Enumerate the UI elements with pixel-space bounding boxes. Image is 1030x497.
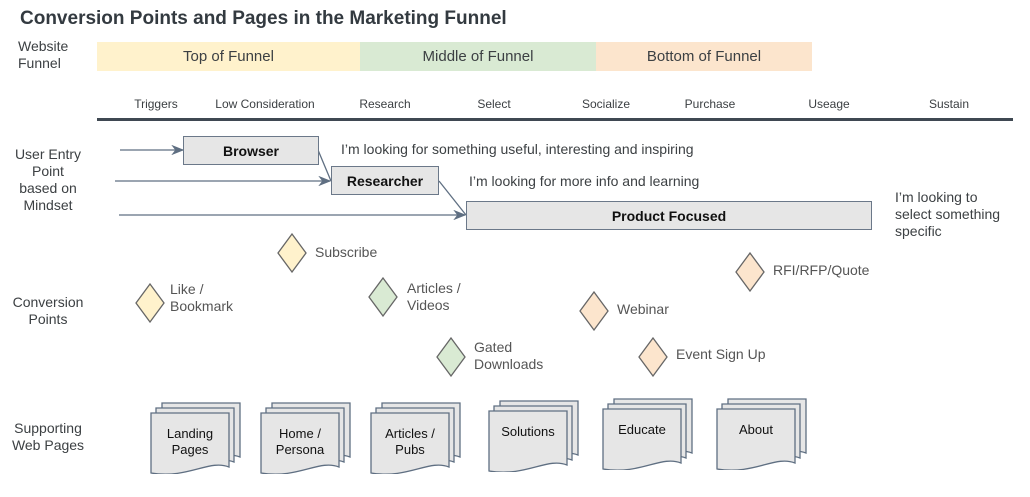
conversion-point-diamond-icon bbox=[638, 336, 668, 378]
link-researcher-product bbox=[438, 180, 467, 216]
mindset-label: Researcher bbox=[346, 172, 424, 189]
conversion-point-label: Gated Downloads bbox=[474, 339, 544, 372]
conversion-point-label: Articles / Videos bbox=[407, 280, 461, 313]
stage-divider bbox=[97, 118, 1013, 121]
stage-label: Useage bbox=[808, 97, 850, 111]
web-page-stack bbox=[602, 398, 693, 471]
web-page-stack bbox=[488, 400, 579, 473]
mindset-quote-researcher: I’m looking for more info and learning bbox=[469, 173, 700, 189]
document-stack-icon bbox=[602, 398, 693, 471]
conversion-point-diamond-icon bbox=[368, 276, 398, 318]
web-page-label: Home / Persona bbox=[275, 426, 325, 457]
document-stack-icon bbox=[716, 398, 807, 471]
conversion-point-label: Like / Bookmark bbox=[170, 281, 234, 314]
mindset-box-product-focused: Product Focused bbox=[466, 201, 872, 230]
stage-label: Purchase bbox=[684, 97, 736, 111]
web-page-label: Solutions bbox=[501, 424, 555, 439]
document-stack-icon bbox=[260, 402, 351, 475]
row-label-conversion-points: Conversion Points bbox=[12, 294, 84, 327]
band-label: Bottom of Funnel bbox=[646, 48, 762, 65]
mindset-box-browser: Browser bbox=[183, 136, 319, 165]
row-label-user-entry: User Entry Point based on Mindset bbox=[14, 146, 82, 213]
web-page-label: Articles / Pubs bbox=[385, 426, 435, 457]
conversion-point-label: Webinar bbox=[617, 301, 669, 317]
stage-label: Select bbox=[477, 97, 511, 111]
funnel-band-bottom: Bottom of Funnel bbox=[596, 42, 812, 71]
band-label: Top of Funnel bbox=[183, 48, 274, 65]
funnel-band-middle: Middle of Funnel bbox=[360, 42, 596, 71]
diagram-title: Conversion Points and Pages in the Marke… bbox=[20, 8, 507, 29]
web-page-label: About bbox=[739, 422, 773, 437]
mindset-quote-product-focused: I’m looking to select something specific bbox=[895, 189, 1001, 239]
row-label-website-funnel: Website Funnel bbox=[18, 38, 69, 71]
mindset-box-researcher: Researcher bbox=[331, 166, 439, 195]
conversion-point-label: Subscribe bbox=[315, 244, 378, 260]
stage-label: Sustain bbox=[928, 97, 970, 111]
document-stack-icon bbox=[150, 402, 241, 475]
web-page-label: Educate bbox=[618, 422, 666, 437]
conversion-point-diamond-icon bbox=[135, 282, 165, 324]
stage-label: Low Consideration bbox=[215, 97, 315, 111]
web-page-stack bbox=[716, 398, 807, 471]
stage-label: Research bbox=[359, 97, 411, 111]
stage-label: Triggers bbox=[134, 97, 178, 111]
stage-label: Socialize bbox=[581, 97, 631, 111]
document-stack-icon bbox=[488, 400, 579, 473]
document-stack-icon bbox=[370, 402, 461, 475]
web-page-stack bbox=[260, 402, 351, 475]
funnel-band-top: Top of Funnel bbox=[97, 42, 360, 71]
conversion-point-diamond-icon bbox=[277, 232, 307, 274]
web-page-stack bbox=[150, 402, 241, 475]
conversion-point-label: Event Sign Up bbox=[676, 346, 766, 362]
web-page-stack bbox=[370, 402, 461, 475]
web-page-label: Landing Pages bbox=[166, 426, 214, 457]
conversion-point-label: RFI/RFP/Quote bbox=[773, 262, 870, 278]
mindset-label: Product Focused bbox=[611, 207, 727, 224]
mindset-quote-browser: I’m looking for something useful, intere… bbox=[341, 141, 694, 157]
conversion-point-diamond-icon bbox=[436, 336, 466, 378]
conversion-point-diamond-icon bbox=[579, 290, 609, 332]
link-browser-researcher bbox=[317, 149, 332, 182]
row-label-supporting-pages: Supporting Web Pages bbox=[11, 420, 85, 453]
mindset-label: Browser bbox=[222, 142, 280, 159]
conversion-point-diamond-icon bbox=[735, 251, 765, 293]
band-label: Middle of Funnel bbox=[422, 48, 534, 65]
